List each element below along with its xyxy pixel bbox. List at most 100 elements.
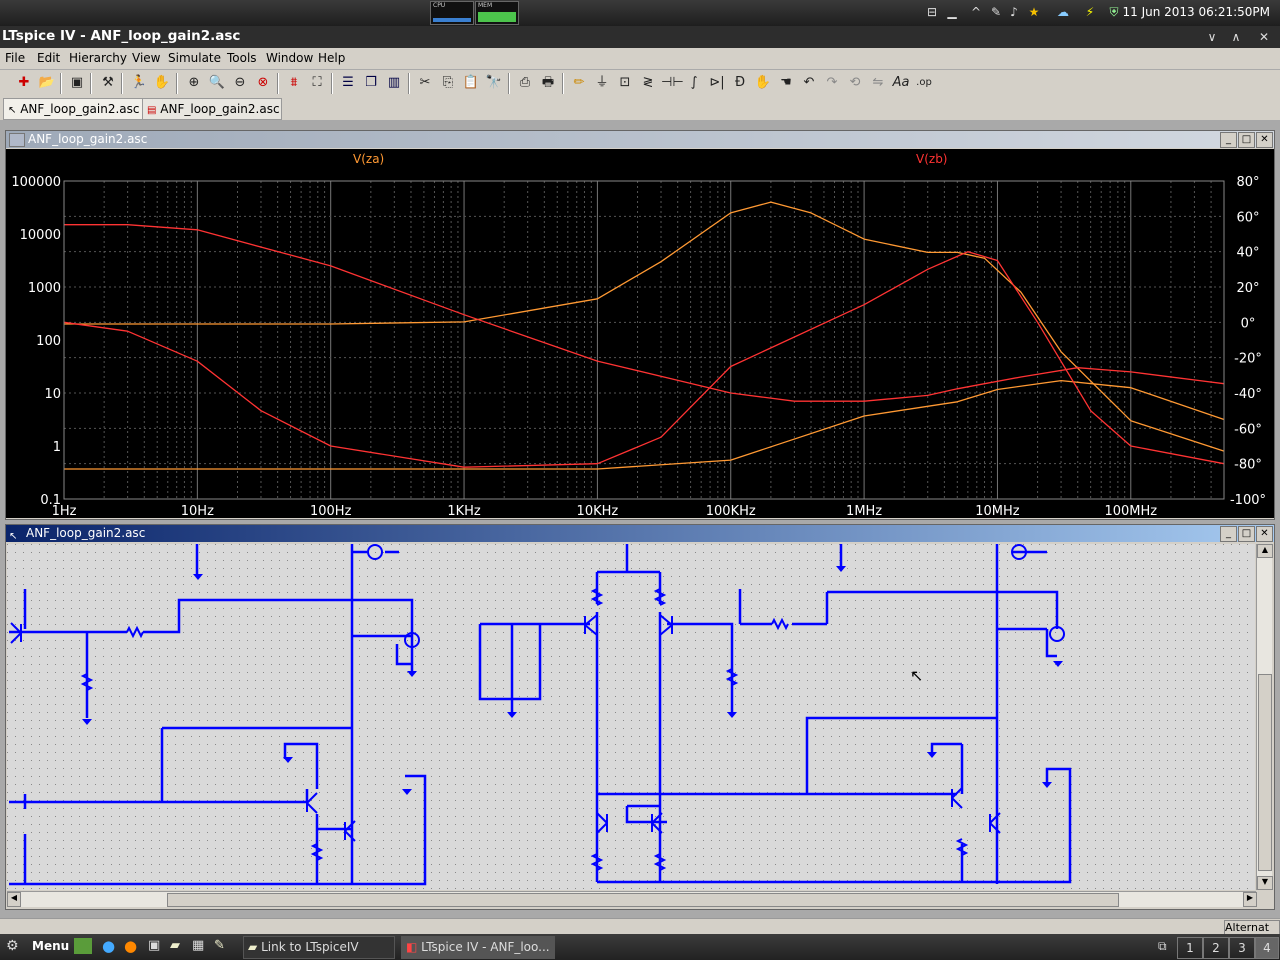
find-icon[interactable]: 🔭 — [485, 75, 503, 90]
run-icon[interactable]: 🏃 — [130, 75, 148, 90]
resistor-symbol[interactable] — [590, 853, 604, 871]
component-icon[interactable]: Ð — [734, 75, 746, 90]
drag-icon[interactable]: ☚ — [780, 75, 792, 90]
workspace-2[interactable]: 2 — [1203, 937, 1229, 959]
mirror-icon[interactable]: ⇋ — [872, 75, 884, 90]
zoom-cancel-icon[interactable]: ⊗ — [257, 75, 269, 90]
horizontal-scroll-thumb[interactable] — [167, 893, 1119, 907]
transistor-symbol[interactable] — [659, 614, 673, 636]
file-manager-icon[interactable]: ▰ — [170, 938, 180, 953]
tray-volume-icon[interactable]: ♪ — [1010, 5, 1018, 19]
schematic-window[interactable]: ↖ ANF_loop_gain2.asc _ □ ✕ — [5, 524, 1275, 910]
voltage-source-symbol[interactable] — [1049, 626, 1065, 642]
trace-line[interactable] — [64, 224, 1225, 402]
inductor-icon[interactable]: ∫ — [690, 75, 698, 90]
autorange-icon[interactable]: ⩩ — [290, 75, 298, 90]
text-editor-icon[interactable]: ✎ — [214, 938, 225, 953]
schematic-close-button[interactable]: ✕ — [1256, 526, 1273, 542]
rotate-icon[interactable]: ⟲ — [849, 75, 861, 90]
scroll-left-icon[interactable]: ◀ — [7, 892, 21, 907]
menu-help[interactable]: Help — [318, 51, 346, 65]
resistor-symbol[interactable] — [771, 617, 789, 631]
print-preview-icon[interactable]: ⎙ — [519, 75, 531, 90]
resistor-symbol[interactable] — [725, 668, 739, 686]
transistor-symbol[interactable] — [10, 622, 22, 644]
voltage-source-symbol[interactable] — [1011, 544, 1027, 560]
transistor-symbol[interactable] — [306, 792, 318, 814]
text-icon[interactable]: Aa — [892, 75, 910, 90]
trace-line[interactable] — [64, 201, 1225, 452]
menu-tools[interactable]: Tools — [227, 51, 257, 65]
spice-directive-icon[interactable]: .op — [916, 77, 932, 88]
trace-label-vzb[interactable]: V(zb) — [916, 152, 948, 166]
menu-simulate[interactable]: Simulate — [168, 51, 222, 65]
transistor-symbol[interactable] — [989, 812, 1001, 834]
start-menu-button[interactable]: Menu — [32, 939, 70, 953]
show-desktop-icon[interactable] — [74, 938, 92, 954]
transistor-symbol[interactable] — [584, 614, 598, 636]
plot-restore-button[interactable]: □ — [1238, 132, 1255, 148]
ground-icon[interactable]: ⏚ — [595, 75, 609, 90]
scroll-up-icon[interactable]: ▲ — [1257, 544, 1273, 558]
workspace-3[interactable]: 3 — [1229, 937, 1255, 959]
task-ltspice[interactable]: ◧ LTspice IV - ANF_loo... — [401, 936, 555, 959]
paste-icon[interactable]: 📋 — [462, 75, 480, 90]
transistor-symbol[interactable] — [951, 787, 963, 809]
schematic-horizontal-scrollbar[interactable]: ◀ ▶ — [7, 891, 1257, 907]
trace-label-vza[interactable]: V(za) — [353, 152, 384, 166]
tray-pen-icon[interactable]: ✎ — [990, 5, 1002, 19]
tray-star-icon[interactable]: ★ — [1028, 5, 1040, 19]
menu-window[interactable]: Window — [266, 51, 314, 65]
resistor-symbol[interactable] — [126, 625, 144, 639]
trace-line[interactable] — [63, 251, 1225, 468]
terminal-icon[interactable]: ▣ — [148, 938, 161, 953]
zoom-out-icon[interactable]: ⊖ — [234, 75, 246, 90]
save-icon[interactable]: ▣ — [70, 75, 84, 90]
zoom-area-icon[interactable]: 🔍 — [208, 75, 226, 90]
resistor-symbol[interactable] — [310, 843, 324, 861]
plot-minimize-button[interactable]: _ — [1220, 132, 1237, 148]
transistor-symbol[interactable] — [344, 820, 356, 842]
undo-icon[interactable]: ↶ — [803, 75, 815, 90]
label-icon[interactable]: ⊡ — [619, 75, 631, 90]
tray-window-icon[interactable]: ▁ — [947, 5, 957, 19]
resistor-symbol[interactable] — [955, 838, 969, 856]
tray-weather-icon[interactable]: ☁ — [1057, 5, 1069, 19]
schematic-minimize-button[interactable]: _ — [1220, 526, 1237, 542]
resistor-symbol[interactable] — [653, 853, 667, 871]
plot-window-title-bar[interactable]: ANF_loop_gain2.asc _ □ ✕ — [6, 131, 1274, 148]
copy-icon[interactable]: ⎘ — [442, 75, 454, 90]
task-link-to-ltspice[interactable]: ▰ Link to LTspiceIV — [243, 936, 395, 959]
scroll-right-icon[interactable]: ▶ — [1243, 892, 1257, 907]
system-clock[interactable]: 11 Jun 2013 06:21:50PM — [1122, 5, 1271, 19]
plot-close-button[interactable]: ✕ — [1256, 132, 1273, 148]
tab-waveform[interactable]: ▤ ANF_loop_gain2.asc — [142, 98, 282, 120]
resistor-icon[interactable]: ≷ — [642, 75, 654, 90]
scroll-down-icon[interactable]: ▼ — [1257, 876, 1273, 890]
capacitor-icon[interactable]: ⊣⊢ — [661, 75, 684, 90]
window-minimize-button[interactable]: ∨ — [1207, 30, 1217, 44]
cascade-icon[interactable]: ❐ — [365, 75, 377, 90]
transistor-symbol[interactable] — [651, 812, 663, 834]
schematic-window-title-bar[interactable]: ↖ ANF_loop_gain2.asc _ □ ✕ — [6, 525, 1274, 542]
workspace-switch-icon[interactable]: ⧉ — [1158, 939, 1167, 953]
tray-shield-icon[interactable]: ⛨ — [1109, 5, 1119, 19]
cut-icon[interactable]: ✂ — [419, 75, 431, 90]
move-icon[interactable]: ✋ — [754, 75, 772, 90]
wire-icon[interactable]: ✏ — [573, 75, 585, 90]
workspace-1[interactable]: 1 — [1177, 937, 1203, 959]
open-icon[interactable]: 📂 — [38, 75, 56, 90]
diode-icon[interactable]: ⊳| — [709, 75, 725, 90]
schematic-canvas[interactable] — [7, 544, 1255, 890]
resistor-symbol[interactable] — [653, 588, 667, 606]
calculator-icon[interactable]: ▦ — [192, 938, 205, 953]
menu-view[interactable]: View — [132, 51, 161, 65]
print-icon[interactable]: 🖶 — [541, 75, 555, 90]
tray-network-icon[interactable]: ⊟ — [926, 5, 938, 19]
new-schematic-icon[interactable]: ✚ — [18, 75, 30, 90]
menu-file[interactable]: File — [5, 51, 26, 65]
firefox-icon[interactable]: ● — [124, 937, 138, 955]
zoom-in-icon[interactable]: ⊕ — [188, 75, 200, 90]
